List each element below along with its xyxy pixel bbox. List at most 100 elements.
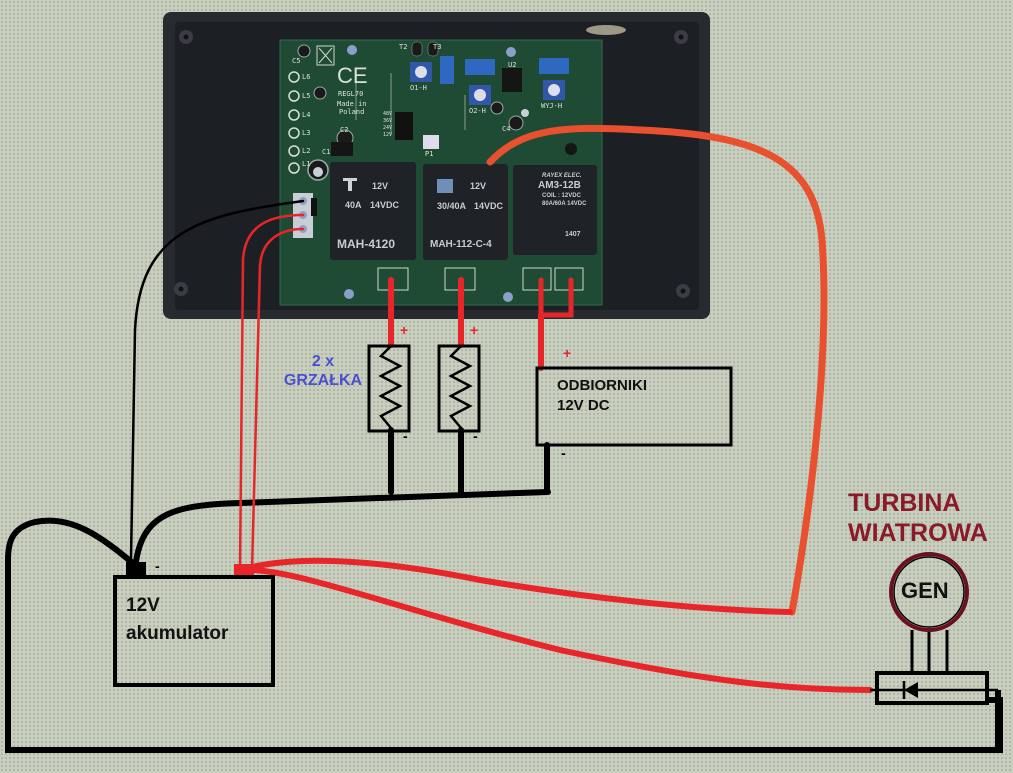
label-u2: U2 (508, 61, 517, 69)
receivers-label-voltage: 12V DC (557, 397, 610, 414)
diode-icon (904, 682, 918, 698)
battery-minus: - (155, 558, 160, 574)
battery-label: 12V akumulator (126, 592, 228, 648)
heater2-plus: + (470, 322, 479, 338)
label-o1-h: O1-H (410, 84, 427, 92)
label-t2: T2 (399, 43, 408, 51)
heater1-plus: + (400, 322, 409, 338)
wire-negative-sense (129, 199, 305, 562)
label-wyj-h: WYJ-H (541, 102, 563, 110)
weee-icon (316, 45, 335, 66)
label-l1: L1 (302, 160, 311, 168)
heaters-label: 2 x GRZAŁKA (278, 352, 368, 390)
board-model: REGL70 (338, 90, 364, 98)
jumper-12v: 12V (383, 132, 393, 138)
battery-pos-terminal (234, 564, 254, 578)
relay3-code: 1407 (565, 231, 581, 238)
trimmer-wyj (539, 58, 569, 74)
output-connector-3 (522, 267, 552, 291)
label-l4: L4 (302, 111, 311, 119)
trimmer-o2 (465, 59, 495, 75)
relay2-rating: 30/40A (437, 201, 467, 211)
label-t3: T3 (433, 43, 442, 51)
wire-positive-sense-1 (238, 213, 305, 572)
board-country: Poland (339, 108, 365, 116)
wire-battery-pos-1 (245, 557, 793, 615)
battery-label-voltage: 12V (126, 595, 160, 616)
relay1-coil: 12V (372, 181, 389, 191)
relay-logo-song (437, 179, 453, 193)
label-l5: L5 (302, 92, 311, 100)
relay1-voltage: 14VDC (370, 200, 400, 210)
wire-positive-sense-2 (250, 227, 305, 572)
heater1-minus: - (403, 428, 408, 444)
relay2-coil: 12V (470, 181, 487, 191)
label-o2-h: O2-H (469, 107, 486, 115)
label-l2: L2 (302, 147, 311, 155)
transistor-t1 (565, 143, 577, 155)
battery-label-name: akumulator (126, 623, 229, 644)
screw (344, 289, 354, 299)
turbine-label: TURBINA WIATROWA (848, 488, 988, 548)
capacitor (490, 101, 504, 115)
led-l6 (288, 71, 300, 83)
heater2-minus: - (473, 428, 478, 444)
jumper-36v: 36V (383, 118, 393, 124)
led-l5 (288, 90, 300, 102)
capacitor (313, 86, 327, 100)
battery-box (113, 575, 275, 687)
wire-negative-loads (132, 489, 551, 573)
capacitor-c5 (297, 44, 311, 58)
negative-wires (5, 199, 1003, 753)
heaters (367, 344, 481, 433)
label-c2: C2 (340, 126, 349, 134)
receivers-label: ODBIORNIKI 12V DC (557, 376, 647, 416)
relay-3 (513, 165, 597, 255)
led-l1 (288, 162, 300, 174)
jumper-24v: 24V (383, 125, 393, 131)
battery-plus: + (256, 560, 265, 576)
generator-circle (889, 552, 969, 632)
label-c4: C4 (502, 125, 511, 133)
resistor-zigzag-1 (378, 345, 403, 429)
label-l3: L3 (302, 129, 311, 137)
wire-battery-to-rectifier (245, 567, 873, 693)
enclosure-highlight (586, 25, 626, 35)
label-c5: C5 (292, 57, 301, 65)
wire-negative-turbine (5, 517, 1003, 753)
led-l4 (288, 109, 300, 121)
screw (503, 292, 513, 302)
turbine-label-line2: WIATROWA (848, 519, 988, 547)
led-column (288, 71, 300, 174)
relay2-model: MAH-112-C-4 (430, 239, 492, 250)
relays (330, 162, 597, 260)
jumper-block (395, 112, 413, 140)
capacitor-c4 (508, 115, 524, 131)
jumper-48v: 48V (383, 111, 393, 117)
relay1-model: MAH-4120 (337, 237, 396, 251)
turbine-generator (870, 552, 1001, 752)
ic-u2 (502, 68, 522, 92)
heater-1 (367, 344, 411, 433)
receivers-label-name: ODBIORNIKI (557, 377, 647, 394)
receivers-minus: - (561, 445, 566, 461)
positive-wires (234, 124, 873, 693)
led-l3 (288, 127, 300, 139)
wire-relay-to-battery (486, 124, 828, 616)
voltage-regulator (331, 142, 353, 156)
generator-label: GEN (901, 578, 949, 603)
ce-mark: CE (337, 63, 368, 88)
receivers-plus: + (563, 345, 572, 361)
potentiometer-p1 (423, 135, 439, 149)
heaters-label-count: 2 x (311, 353, 335, 370)
screw (347, 45, 357, 55)
label-c1: C1 (322, 148, 331, 156)
heaters-label-name: GRZAŁKA (283, 372, 363, 389)
resistor-zigzag-2 (448, 345, 473, 429)
label-p1: P1 (425, 150, 434, 158)
label-l6: L6 (302, 73, 311, 81)
relay1-rating: 40A (345, 200, 362, 210)
wire-relay-bridge (538, 277, 574, 318)
receivers-box (535, 366, 733, 447)
